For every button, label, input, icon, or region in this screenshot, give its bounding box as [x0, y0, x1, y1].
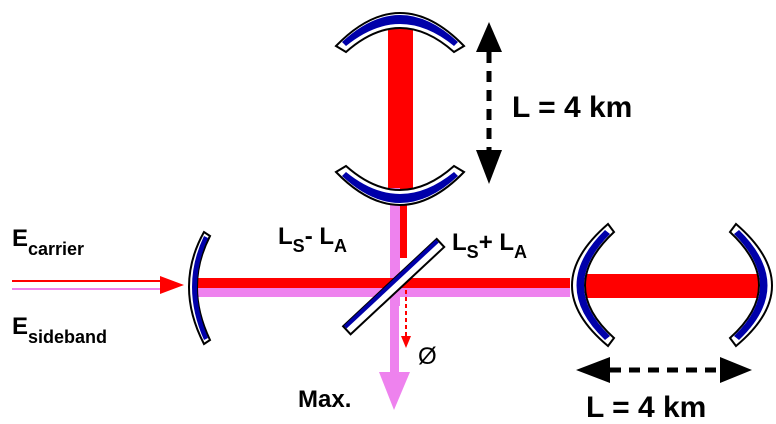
vertical-arm-beam — [388, 22, 413, 190]
ls-minus-la-label: LS- LA — [278, 223, 347, 256]
vertical-arm-end-mirror — [334, 12, 466, 54]
bright-port-label: Max. — [298, 386, 351, 413]
horizontal-arm-beam — [578, 274, 766, 298]
vertical-arm-input-mirror — [334, 164, 466, 206]
recycling-carrier-beam — [198, 278, 570, 288]
e-carrier-label: Ecarrier — [12, 225, 84, 259]
power-recycling-mirror — [188, 230, 212, 346]
horizontal-arm-end-mirror — [728, 222, 773, 348]
vertical-length-arrow — [476, 22, 502, 184]
dark-port-label: Ø — [418, 343, 437, 370]
e-sideband-label: Esideband — [12, 313, 107, 347]
horizontal-length-arrow — [576, 357, 752, 383]
input-beam-arrowhead — [160, 276, 184, 294]
horizontal-length-label: L = 4 km — [586, 391, 706, 424]
vertical-arm-carrier-beam — [400, 188, 407, 258]
output-arrowhead — [379, 372, 410, 410]
vertical-arm-sideband-beam — [390, 188, 400, 306]
dark-port-arrowhead — [401, 336, 411, 348]
beamsplitter — [341, 237, 446, 336]
ls-plus-la-label: LS+ LA — [452, 229, 527, 262]
output-sideband-beam — [390, 296, 399, 374]
vertical-length-label: L = 4 km — [512, 91, 632, 124]
horizontal-arm-input-mirror — [571, 222, 616, 348]
